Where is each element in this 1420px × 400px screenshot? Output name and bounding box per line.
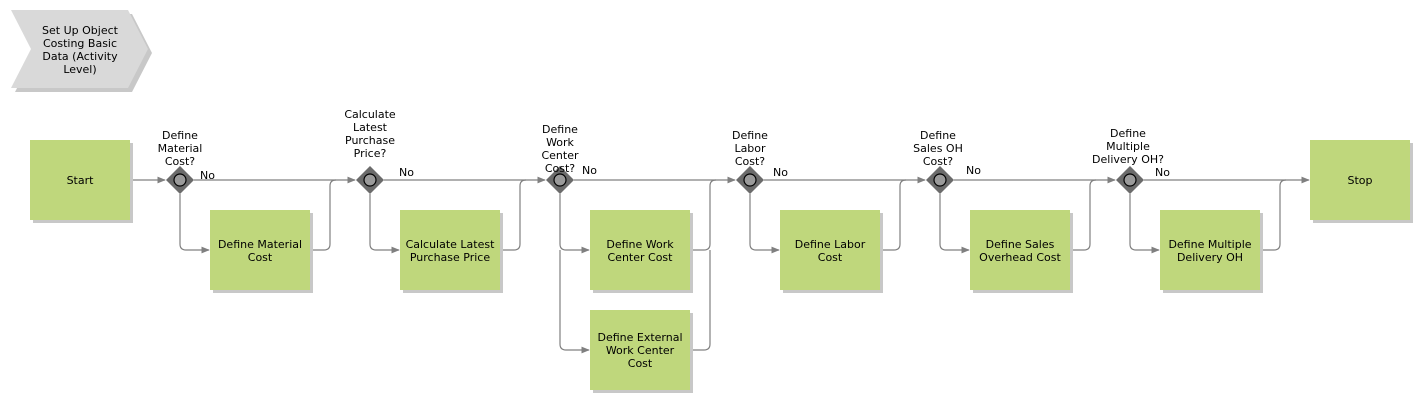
question-line: Multiple	[1106, 140, 1150, 153]
task-calculate-latest-purchase-price[interactable]: Calculate Latest Purchase Price	[400, 210, 503, 293]
edge-task4-to-g4	[690, 250, 711, 351]
header-line-4: Level)	[63, 63, 96, 76]
task-label-line: Work Center	[606, 344, 675, 357]
task-label-line: Define Labor	[795, 238, 866, 251]
branch-label-no: No	[966, 164, 981, 177]
task-label-line: Cost	[248, 251, 273, 264]
edge-g5-to-task6	[939, 194, 970, 254]
task-label-line: Center Cost	[608, 251, 674, 264]
question-line: Define	[542, 123, 578, 136]
task-define-multiple-delivery-oh[interactable]: Define Multiple Delivery OH	[1160, 210, 1263, 293]
header-line-3: Data (Activity	[42, 50, 118, 63]
start-label: Start	[67, 174, 95, 187]
edge-g2-to-task2	[369, 194, 400, 254]
question-line: Cost?	[735, 155, 765, 168]
gateway-purchase-price[interactable]	[356, 166, 384, 194]
header-line-2: Costing Basic	[43, 37, 117, 50]
edge-g1-to-task1	[179, 194, 210, 254]
question-line: Delivery OH?	[1092, 153, 1164, 166]
question-line: Cost?	[165, 155, 195, 168]
gateway-question-purchase-price: Calculate Latest Purchase Price?	[344, 108, 396, 160]
header-line-1: Set Up Object	[42, 24, 119, 37]
question-line: Material	[158, 142, 203, 155]
edge-task6-to-g6	[1070, 179, 1097, 251]
question-line: Cost?	[923, 155, 953, 168]
edge-task5-to-g5	[880, 179, 907, 251]
question-line: Define	[1110, 127, 1146, 140]
task-label-line: Define Sales	[986, 238, 1055, 251]
edge-task2-to-g3	[500, 179, 527, 251]
question-line: Latest	[353, 121, 388, 134]
task-label-line: Overhead Cost	[979, 251, 1061, 264]
question-line: Define	[162, 129, 198, 142]
task-label-line: Delivery OH	[1177, 251, 1243, 264]
task-label-line: Define Work	[606, 238, 674, 251]
gateway-question-delivery-oh: Define Multiple Delivery OH?	[1092, 127, 1164, 166]
branch-label-no: No	[773, 166, 788, 179]
edge-task7-to-stop	[1260, 179, 1287, 251]
question-line: Calculate	[344, 108, 396, 121]
question-line: Define	[732, 129, 768, 142]
task-label-line: Cost	[628, 357, 653, 370]
task-define-material-cost[interactable]: Define Material Cost	[210, 210, 313, 293]
question-line: Price?	[354, 147, 387, 160]
question-line: Labor	[734, 142, 766, 155]
task-label-line: Purchase Price	[410, 251, 491, 264]
task-define-sales-overhead-cost[interactable]: Define Sales Overhead Cost	[970, 210, 1073, 293]
gateway-material[interactable]	[166, 166, 194, 194]
task-label-line: Define External	[597, 331, 682, 344]
gateway-question-labor: Define Labor Cost?	[732, 129, 768, 168]
question-line: Center	[541, 149, 579, 162]
edge-task3-to-g4	[690, 179, 717, 251]
start-event[interactable]: Start	[30, 140, 133, 223]
edge-g4-to-task5	[749, 194, 780, 254]
branch-label-no: No	[582, 164, 597, 177]
edge-g6-to-task7	[1129, 194, 1160, 254]
question-line: Sales OH	[913, 142, 963, 155]
gateway-question-work-center: Define Work Center Cost?	[541, 123, 579, 175]
branch-label-no: No	[399, 166, 414, 179]
branch-label-no: No	[200, 169, 215, 182]
stop-label: Stop	[1347, 174, 1372, 187]
question-line: Work	[546, 136, 574, 149]
gateway-work-center[interactable]	[546, 166, 574, 194]
task-label-line: Define Material	[218, 238, 302, 251]
task-define-external-work-center-cost[interactable]: Define External Work Center Cost	[590, 310, 693, 393]
edge-task1-to-g2	[310, 179, 337, 251]
stop-event[interactable]: Stop	[1310, 140, 1413, 223]
gateway-sales-oh[interactable]	[926, 166, 954, 194]
process-header[interactable]: Set Up Object Costing Basic Data (Activi…	[11, 10, 152, 92]
edge-g3-to-task4	[559, 250, 590, 354]
connectors	[130, 176, 1310, 354]
gateway-delivery-oh[interactable]	[1116, 166, 1144, 194]
task-label-line: Cost	[818, 251, 843, 264]
gateway-question-sales-oh: Define Sales OH Cost?	[913, 129, 963, 168]
task-define-labor-cost[interactable]: Define Labor Cost	[780, 210, 883, 293]
edge-g3-to-task3	[559, 194, 590, 254]
question-line: Define	[920, 129, 956, 142]
task-label-line: Calculate Latest	[406, 238, 496, 251]
branch-label-no: No	[1155, 166, 1170, 179]
gateway-labor[interactable]	[736, 166, 764, 194]
gateway-question-material: Define Material Cost?	[158, 129, 203, 168]
task-label-line: Define Multiple	[1168, 238, 1251, 251]
question-line: Purchase	[345, 134, 395, 147]
question-line: Cost?	[545, 162, 575, 175]
task-define-work-center-cost[interactable]: Define Work Center Cost	[590, 210, 693, 293]
